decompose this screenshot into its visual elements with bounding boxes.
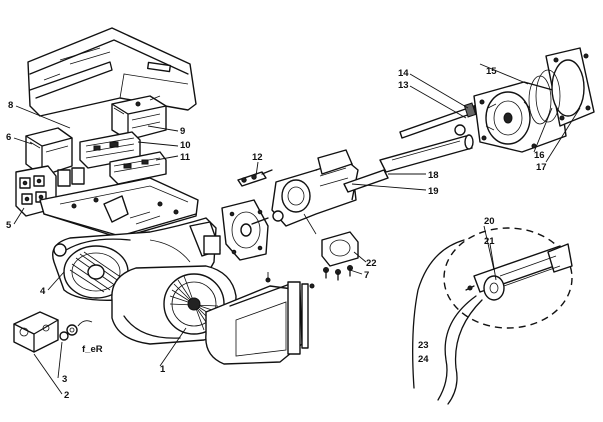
motor-flange (221, 199, 269, 261)
ignition-transformer (111, 95, 167, 141)
label-18: 18 (428, 170, 439, 181)
label-7: 7 (364, 270, 369, 281)
label-17: 17 (536, 162, 547, 173)
label-14: 14 (398, 68, 409, 79)
label-4: 4 (40, 286, 46, 297)
mounting-flange (528, 47, 595, 127)
label-24: 24 (418, 354, 429, 365)
annotation-text: f_eR (82, 344, 103, 355)
blast-tube (379, 134, 474, 173)
label-10: 10 (180, 140, 191, 151)
cable-lines (412, 239, 483, 405)
label-1: 1 (160, 364, 166, 375)
label-6: 6 (6, 132, 11, 143)
air-intake (205, 272, 315, 365)
nozzle-holder (251, 149, 389, 235)
photocell-bracket (321, 231, 359, 281)
label-21: 21 (484, 236, 495, 247)
burner-cover (27, 27, 197, 117)
label-16: 16 (534, 150, 545, 161)
label-8: 8 (8, 100, 13, 111)
detail-inset (443, 227, 573, 329)
label-23: 23 (418, 340, 429, 351)
label-19: 19 (428, 186, 439, 197)
label-13: 13 (398, 80, 409, 91)
label-15: 15 (486, 66, 497, 77)
circuit-board (79, 131, 167, 185)
label-22: 22 (366, 258, 377, 269)
label-3: 3 (62, 374, 67, 385)
ignition-electrode (237, 169, 273, 187)
control-box (25, 127, 73, 177)
oil-pump (13, 311, 78, 353)
label-2: 2 (64, 390, 69, 401)
part-labels: 1 2 3 4 5 6 7 8 9 10 11 12 13 14 15 16 1… (6, 66, 547, 401)
leader-lines (13, 63, 581, 395)
label-12: 12 (252, 152, 263, 163)
arrow-icon (77, 320, 93, 327)
base-plate (39, 177, 199, 239)
label-5: 5 (6, 220, 12, 231)
label-9: 9 (180, 126, 185, 137)
label-11: 11 (180, 152, 191, 163)
flange-assembly (454, 81, 567, 153)
label-20: 20 (484, 216, 495, 227)
